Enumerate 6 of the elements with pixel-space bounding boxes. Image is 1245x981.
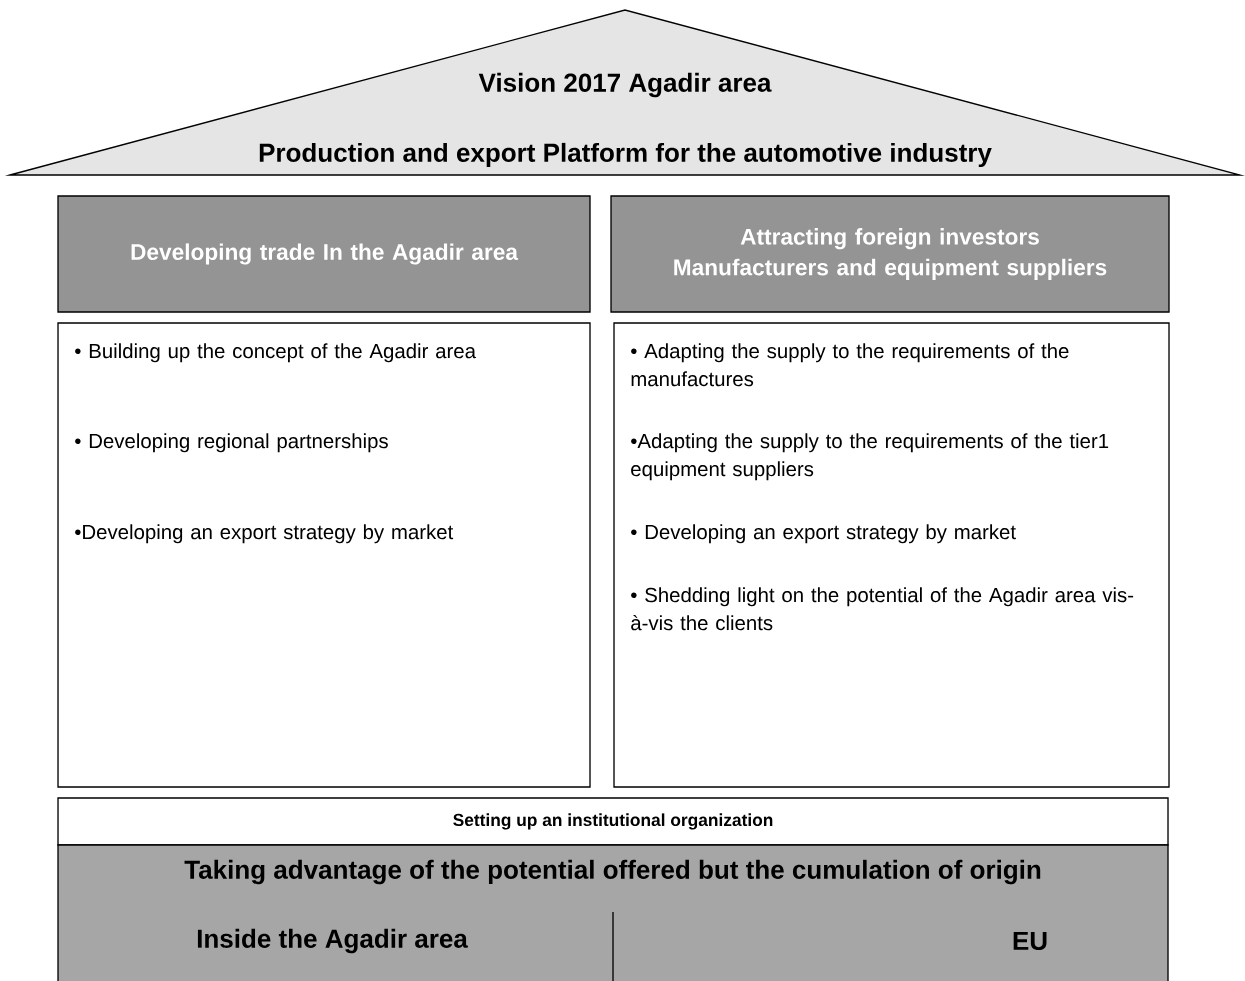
bullet-list-box: • Building up the concept of the Agadir area • Developing regional partnerships •Developing an export strategy by market xyxy=(57,322,591,788)
header-box: Attracting foreign investors Manufacturers and equipment suppliers xyxy=(610,195,1170,313)
bullet-list-box: • Adapting the supply to the requirements of the manufactures •Adapting the supply to the requirements of the tier1 equipment suppliers • Developing an export strategy by market • Shedding light on the potential of the Agadir area vis-à-vis the clients xyxy=(613,322,1170,788)
label-bar: Setting up an institutional organization xyxy=(57,797,1169,846)
header-box: Developing trade In the Agadir area xyxy=(57,195,591,313)
base-box: Taking advantage of the potential offered but the cumulation of origin Inside the Agadir area EU xyxy=(57,844,1169,981)
